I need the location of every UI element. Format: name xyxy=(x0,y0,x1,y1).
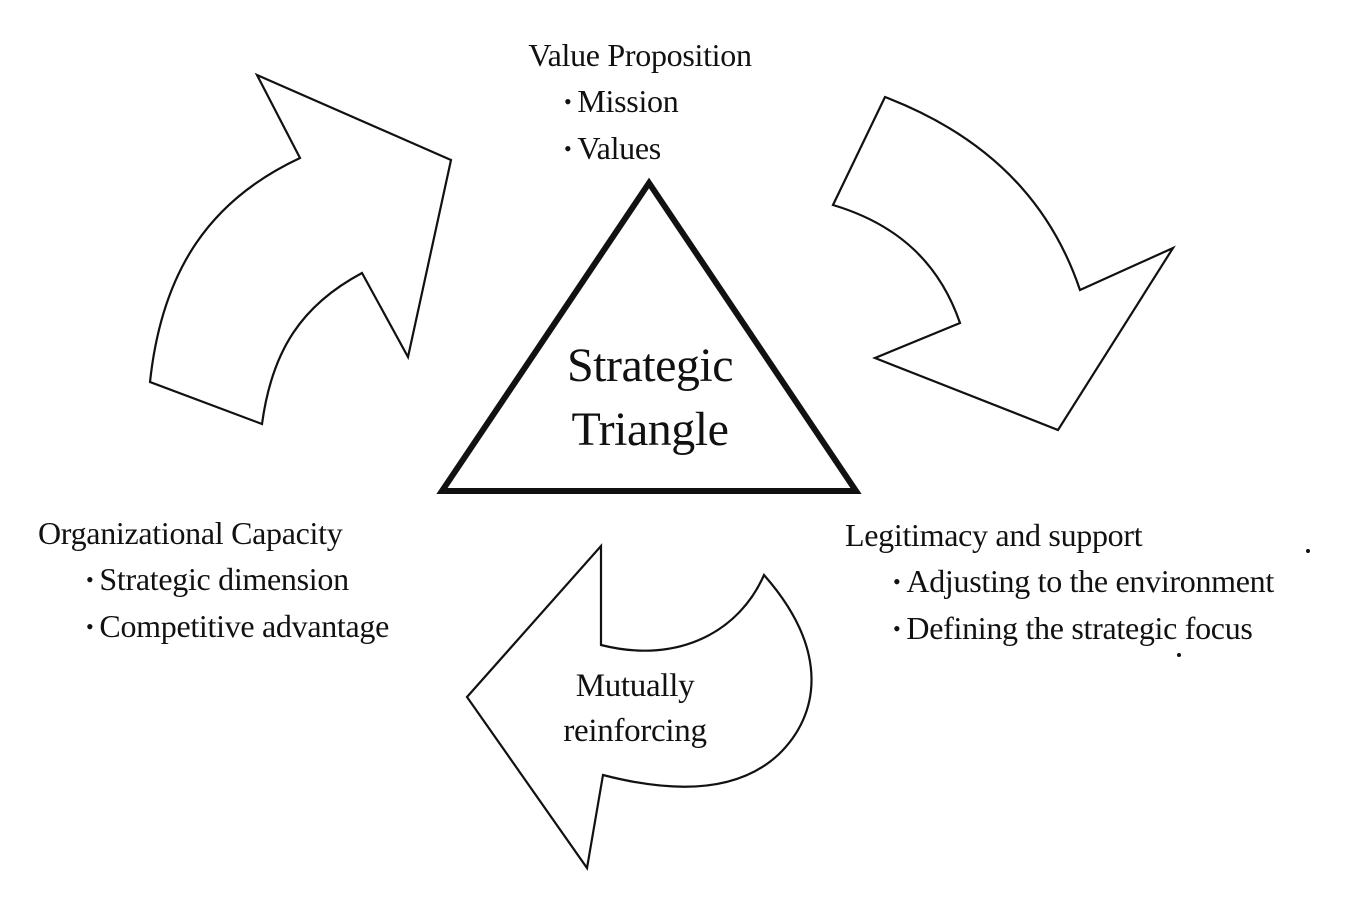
bottom-curved-arrow xyxy=(465,543,813,871)
legitimacy-support-block: Legitimacy and support Adjusting to the … xyxy=(845,512,1274,652)
value-proposition-heading: Value Proposition xyxy=(528,37,752,73)
organizational-capacity-block: Organizational Capacity Strategic dimens… xyxy=(38,510,389,650)
scan-speck-dot xyxy=(1306,549,1310,553)
legitimacy-item-adjusting: Adjusting to the environment xyxy=(845,558,1274,605)
value-proposition-block: Value Proposition Mission Values xyxy=(510,32,770,172)
value-proposition-item-mission: Mission xyxy=(510,78,770,125)
bottom-arrow-label: Mutually reinforcing xyxy=(520,664,750,754)
triangle-label: Strategic Triangle xyxy=(520,334,780,462)
triangle-label-line2: Triangle xyxy=(571,403,729,456)
value-proposition-item-values: Values xyxy=(510,125,770,172)
legitimacy-support-heading: Legitimacy and support xyxy=(845,517,1143,553)
organizational-capacity-item-competitive-advantage: Competitive advantage xyxy=(38,603,389,650)
upper-right-curved-arrow xyxy=(831,95,1176,432)
upper-left-curved-arrow xyxy=(148,72,453,426)
strategic-triangle xyxy=(436,177,862,494)
scan-speck-dot xyxy=(1177,653,1181,657)
legitimacy-item-defining: Defining the strategic focus xyxy=(845,605,1274,652)
triangle-label-line1: Strategic xyxy=(566,339,734,392)
bottom-arrow-label-line2: reinforcing xyxy=(563,713,707,749)
bottom-arrow-label-line1: Mutually xyxy=(575,668,695,704)
organizational-capacity-heading: Organizational Capacity xyxy=(38,515,343,551)
organizational-capacity-item-strategic-dimension: Strategic dimension xyxy=(38,556,389,603)
